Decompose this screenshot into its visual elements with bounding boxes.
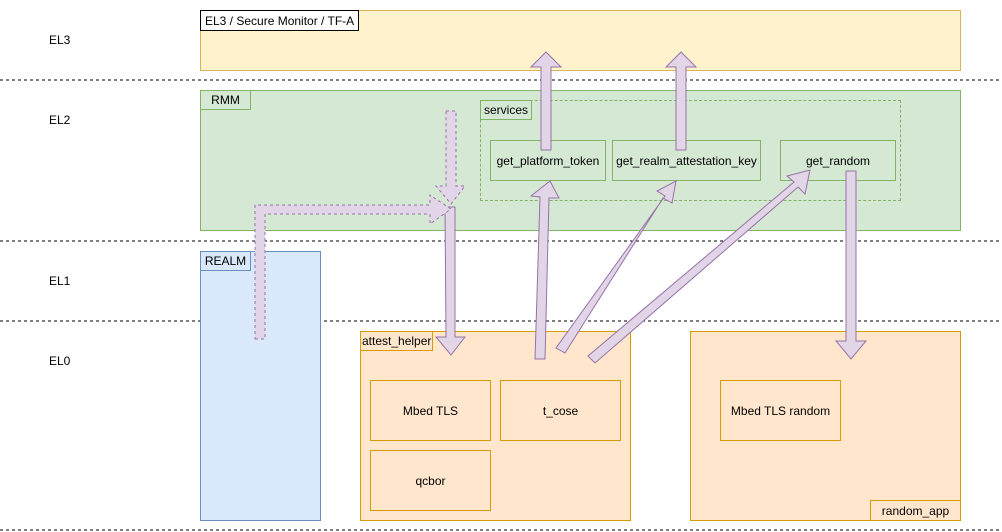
level-label-el3: EL3 bbox=[49, 33, 71, 47]
library-mbed-tls-random: Mbed TLS random bbox=[720, 380, 841, 441]
service-get-random: get_random bbox=[780, 140, 896, 181]
library-t-cose: t_cose bbox=[500, 380, 621, 441]
realm-box bbox=[200, 251, 321, 521]
attest-helper-box bbox=[360, 331, 631, 521]
level-label-el0: EL0 bbox=[49, 354, 71, 368]
attest-helper-label: attest_helper bbox=[360, 331, 434, 351]
random-app-label: random_app bbox=[870, 500, 961, 521]
level-label-el1: EL1 bbox=[49, 274, 71, 288]
secure-monitor-label: EL3 / Secure Monitor / TF-A bbox=[200, 10, 360, 31]
service-get-realm-attestation-key: get_realm_attestation_key bbox=[612, 140, 761, 181]
level-label-el2: EL2 bbox=[49, 113, 71, 127]
library-mbed-tls: Mbed TLS bbox=[370, 380, 491, 441]
library-qcbor: qcbor bbox=[370, 450, 491, 511]
rmm-label: RMM bbox=[200, 90, 251, 110]
realm-label: REALM bbox=[200, 251, 251, 271]
services-label: services bbox=[480, 100, 533, 120]
service-get-platform-token: get_platform_token bbox=[490, 140, 606, 181]
